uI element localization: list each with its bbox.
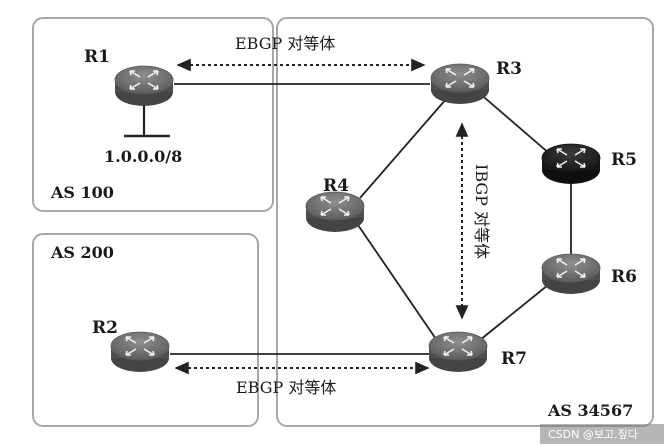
watermark-bg [540,424,664,444]
router-r3-icon [430,63,490,105]
router-r5-icon [541,143,601,185]
router-r4-icon [305,191,365,233]
router-r2-label: R2 [92,318,118,338]
ebgp-top-label: EBGP 对等体 [235,34,335,53]
watermark-text: CSDN @보고.짚다 [548,428,638,441]
as200-label: AS 200 [50,243,114,262]
as34567-label: AS 34567 [547,401,633,420]
router-r6-label: R6 [611,267,637,287]
router-r3-label: R3 [496,59,522,79]
as34567-area [276,17,654,427]
link-r4-r7 [357,224,439,343]
router-r7-label: R7 [501,349,527,369]
router-r2-icon [110,331,170,373]
router-r7-icon [428,331,488,373]
router-r5-label: R5 [611,150,637,170]
ibgp-label: IBGP 对等体 [472,164,491,259]
as100-area [32,17,274,212]
as100-label: AS 100 [50,183,114,202]
as200-area [32,233,259,427]
network-label: 1.0.0.0/8 [104,147,182,166]
ebgp-bottom-label: EBGP 对等体 [236,378,336,397]
link-r3-r4 [359,97,448,199]
router-r1-icon [114,65,174,107]
link-r6-r7 [479,284,549,341]
router-r6-icon [541,253,601,295]
link-r3-r5 [477,91,551,155]
router-r4-label: R4 [323,176,349,196]
router-r1-label: R1 [84,47,110,67]
